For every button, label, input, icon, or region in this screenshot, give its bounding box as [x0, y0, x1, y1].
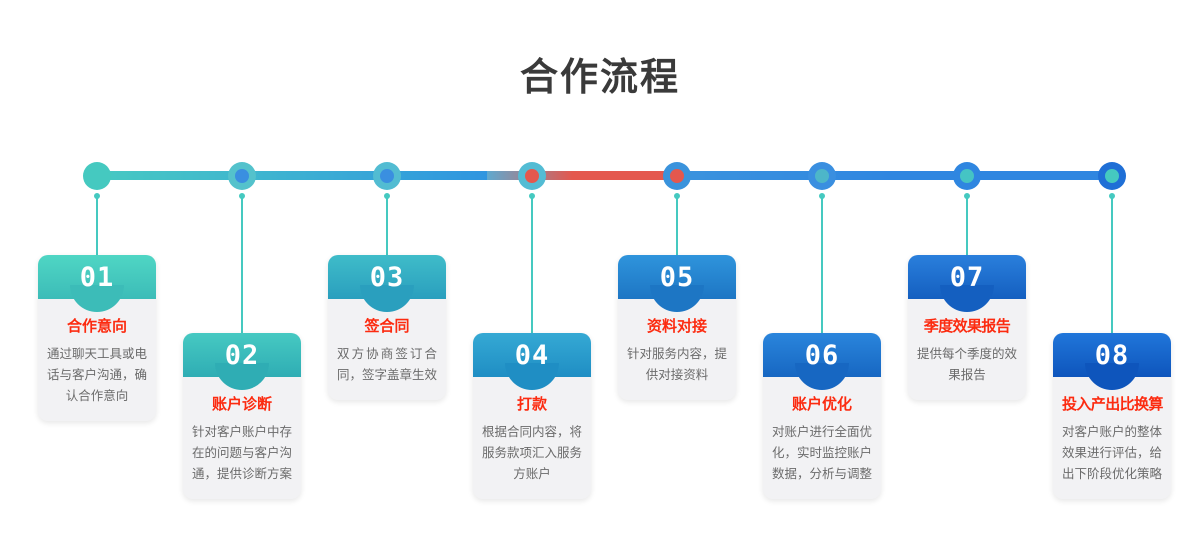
- step-card-header: 01: [38, 255, 156, 312]
- process-step-card-01[interactable]: 01 合作意向通过聊天工具或电话与客户沟通，确认合作意向: [38, 255, 156, 421]
- timeline-rail-segment-1: [97, 171, 487, 180]
- connector-cap-top: [94, 193, 100, 199]
- timeline-node-6[interactable]: [808, 162, 836, 190]
- step-card-header: 05: [618, 255, 736, 312]
- step-card-header: 08: [1053, 333, 1171, 390]
- step-card-header: 03: [328, 255, 446, 312]
- step-description: 对客户账户的整体效果进行评估，给出下阶段优化策略: [1062, 425, 1163, 481]
- timeline-node-inner-3: [380, 169, 394, 183]
- timeline-connector-1: [94, 193, 100, 264]
- process-step-card-03[interactable]: 03 签合同双方协商签订合同，签字盖章生效: [328, 255, 446, 400]
- timeline-node-inner-8: [1105, 169, 1119, 183]
- timeline-node-inner-2: [235, 169, 249, 183]
- timeline-rail-segment-2: [487, 171, 677, 180]
- step-card-body: 打款根据合同内容，将服务款项汇入服务方账户: [473, 377, 591, 499]
- process-step-card-07[interactable]: 07 季度效果报告提供每个季度的效果报告: [908, 255, 1026, 400]
- step-title: 账户诊断: [211, 396, 272, 413]
- process-step-card-08[interactable]: 08 投入产出比换算对客户账户的整体效果进行评估，给出下阶段优化策略: [1053, 333, 1171, 499]
- step-card-body: 投入产出比换算对客户账户的整体效果进行评估，给出下阶段优化策略: [1053, 377, 1171, 499]
- timeline-rail-segment-3: [677, 171, 1111, 180]
- step-title: 资料对接: [646, 318, 707, 335]
- timeline-connector-3: [384, 193, 390, 264]
- step-card-body: 账户优化对账户进行全面优化，实时监控账户数据，分析与调整: [763, 377, 881, 499]
- timeline-node-8[interactable]: [1098, 162, 1126, 190]
- step-description: 通过聊天工具或电话与客户沟通，确认合作意向: [47, 347, 148, 403]
- step-card-body: 账户诊断针对客户账户中存在的问题与客户沟通，提供诊断方案: [183, 377, 301, 499]
- step-title: 投入产出比换算: [1062, 396, 1163, 413]
- timeline-node-inner-4: [525, 169, 539, 183]
- step-number: 02: [224, 340, 260, 371]
- timeline-connector-6: [819, 193, 825, 342]
- step-description: 根据合同内容，将服务款项汇入服务方账户: [482, 425, 583, 481]
- timeline-node-4[interactable]: [518, 162, 546, 190]
- connector-cap-top: [674, 193, 680, 199]
- connector-cap-top: [819, 193, 825, 199]
- step-card-header: 06: [763, 333, 881, 390]
- step-title: 打款: [516, 396, 547, 413]
- step-card-body: 合作意向通过聊天工具或电话与客户沟通，确认合作意向: [38, 299, 156, 421]
- page-title: 合作流程: [519, 57, 680, 99]
- step-description: 提供每个季度的效果报告: [917, 347, 1018, 382]
- timeline-node-2[interactable]: [228, 162, 256, 190]
- step-card-header: 02: [183, 333, 301, 390]
- connector-cap-top: [529, 193, 535, 199]
- step-title: 账户优化: [791, 396, 852, 413]
- step-card-header: 07: [908, 255, 1026, 312]
- step-title: 季度效果报告: [923, 318, 1011, 335]
- timeline-connector-5: [674, 193, 680, 264]
- step-number: 05: [659, 262, 695, 293]
- connector-cap-top: [964, 193, 970, 199]
- step-card-header: 04: [473, 333, 591, 390]
- step-description: 针对客户账户中存在的问题与客户沟通，提供诊断方案: [192, 425, 293, 481]
- connector-cap-top: [1109, 193, 1115, 199]
- process-step-card-05[interactable]: 05 资料对接针对服务内容，提供对接资料: [618, 255, 736, 400]
- timeline-node-3[interactable]: [373, 162, 401, 190]
- timeline-node-inner-5: [670, 169, 684, 183]
- step-card-body: 签合同双方协商签订合同，签字盖章生效: [328, 299, 446, 400]
- connector-cap-top: [239, 193, 245, 199]
- timeline-node-inner-6: [815, 169, 829, 183]
- step-card-body: 季度效果报告提供每个季度的效果报告: [908, 299, 1026, 400]
- step-number: 06: [804, 340, 840, 371]
- timeline-connector-7: [964, 193, 970, 264]
- timeline-connector-8: [1109, 193, 1115, 342]
- step-number: 01: [79, 262, 115, 293]
- step-description: 针对服务内容，提供对接资料: [627, 347, 728, 382]
- timeline-connector-2: [239, 193, 245, 342]
- step-number: 04: [514, 340, 550, 371]
- step-number: 08: [1094, 340, 1130, 371]
- process-step-card-04[interactable]: 04 打款根据合同内容，将服务款项汇入服务方账户: [473, 333, 591, 499]
- timeline-node-7[interactable]: [953, 162, 981, 190]
- step-title: 合作意向: [66, 318, 127, 335]
- step-description: 对账户进行全面优化，实时监控账户数据，分析与调整: [772, 425, 873, 481]
- step-number: 03: [369, 262, 405, 293]
- timeline-connector-4: [529, 193, 535, 342]
- step-card-body: 资料对接针对服务内容，提供对接资料: [618, 299, 736, 400]
- process-step-card-06[interactable]: 06 账户优化对账户进行全面优化，实时监控账户数据，分析与调整: [763, 333, 881, 499]
- step-number: 07: [949, 262, 985, 293]
- timeline-node-1[interactable]: [83, 162, 111, 190]
- process-step-card-02[interactable]: 02 账户诊断针对客户账户中存在的问题与客户沟通，提供诊断方案: [183, 333, 301, 499]
- step-title: 签合同: [364, 318, 410, 335]
- timeline-node-5[interactable]: [663, 162, 691, 190]
- step-description: 双方协商签订合同，签字盖章生效: [337, 347, 438, 382]
- connector-cap-top: [384, 193, 390, 199]
- timeline-node-inner-7: [960, 169, 974, 183]
